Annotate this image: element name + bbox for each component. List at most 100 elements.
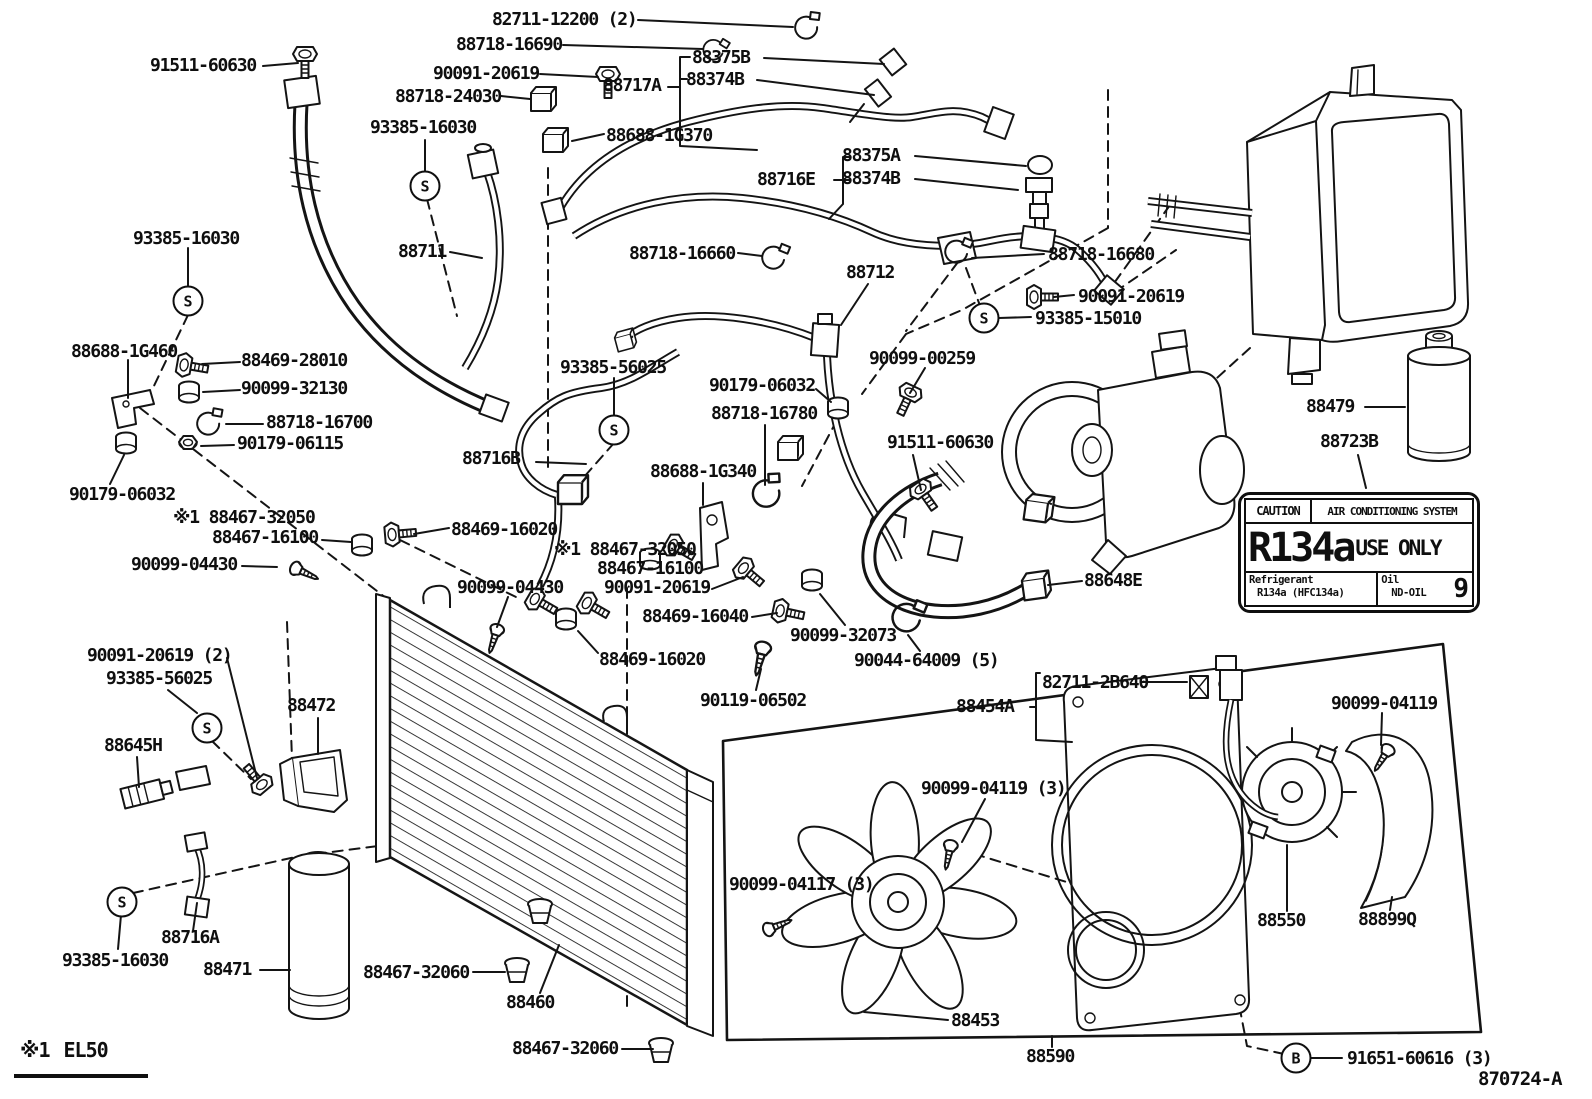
part-number-label: 88688-1G340 [650, 461, 757, 482]
part-number-label: 93385-56025 [106, 668, 213, 689]
part-number-label: 88718-16780 [711, 403, 818, 424]
part-number-label: 88453 [951, 1010, 1000, 1031]
footnote-code: EL50 [63, 1038, 108, 1062]
receiver-drier-drawing [288, 851, 350, 1020]
part-number-label: 90119-06502 [700, 690, 807, 711]
drier-cartridge-drawing [1407, 330, 1471, 462]
part-number-label: 93385-15010 [1035, 308, 1142, 329]
part-number-label: ※1 88467-32050 [173, 507, 316, 528]
part-number-label: 90179-06032 [709, 375, 816, 396]
part-number-label: 90099-32130 [241, 378, 348, 399]
part-number-label: 90099-04430 [457, 577, 564, 598]
part-number-label: 88688-1G460 [71, 341, 178, 362]
part-number-label: 88717A [603, 75, 662, 96]
part-number-label: 88718-16660 [629, 243, 736, 264]
part-number-label: 88648E [1084, 570, 1143, 591]
part-number-label: 93385-56025 [560, 357, 667, 378]
circled-s-marker: S [968, 302, 1000, 334]
part-number-label: 88479 [1306, 396, 1355, 417]
refrigerant-code: R134a [1248, 524, 1356, 571]
part-number-label: 90099-32073 [790, 625, 897, 646]
part-number-label: 91651-60616 (3) [1347, 1048, 1493, 1069]
oil-grade: 9 [1453, 574, 1469, 604]
circled-s-marker: S [106, 886, 138, 918]
part-number-label: 90099-04119 [1331, 693, 1438, 714]
part-number-label: 90179-06032 [69, 484, 176, 505]
part-number-label: 90099-04430 [131, 554, 238, 575]
part-number-label: 88469-28010 [241, 350, 348, 371]
part-number-label: 90099-04119 (3) [921, 778, 1067, 799]
leader-lines-top [187, 19, 1075, 326]
part-number-label: 88718-16690 [456, 34, 563, 55]
part-number-label: 88469-16020 [451, 519, 558, 540]
refrigerant-title: Refrigerant [1249, 574, 1314, 586]
circled-b-marker: B [1280, 1042, 1312, 1074]
part-number-label: 88712 [846, 262, 895, 283]
part-number-label: 88718-16680 [1048, 244, 1155, 265]
part-number-label: 93385-16030 [62, 950, 169, 971]
leader-lines-middle [109, 359, 1406, 691]
part-number-label: 88471 [203, 959, 252, 980]
part-number-label: 88711 [398, 241, 447, 262]
circled-s-marker: S [598, 414, 630, 446]
part-number-label: 93385-16030 [370, 117, 477, 138]
footnote: ※1 EL50 [14, 1038, 148, 1078]
part-number-label: 88467-16100 [597, 558, 704, 579]
figure-number: 870724-A [1478, 1068, 1563, 1090]
part-number-label: 88467-16100 [212, 527, 319, 548]
part-number-label: 88550 [1257, 910, 1306, 931]
air-duct-drawing [1345, 733, 1434, 909]
part-number-label: ※1 88467-32050 [554, 539, 697, 560]
part-number-label: 88374B [686, 69, 745, 90]
fan-blade-drawing [781, 781, 1018, 1015]
part-number-label: 88472 [287, 695, 336, 716]
circled-s-marker: S [191, 712, 223, 744]
part-number-label: 90091-20619 [1078, 286, 1185, 307]
use-only-text: USE ONLY [1355, 535, 1442, 560]
part-number-label: 88375A [842, 145, 901, 166]
part-number-label: 90099-00259 [869, 348, 976, 369]
oil-title: Oil [1381, 574, 1399, 586]
caution-system-text: AIR CONDITIONING SYSTEM [1327, 504, 1457, 518]
part-number-label: 90091-20619 [604, 577, 711, 598]
part-number-label: 88718-24030 [395, 86, 502, 107]
part-number-label: 88716A [161, 927, 220, 948]
part-number-label: 88469-16020 [599, 649, 706, 670]
part-number-label: 88374B [842, 168, 901, 189]
part-number-label: 88716E [757, 169, 816, 190]
part-number-label: 88460 [506, 992, 555, 1013]
part-number-label: 91511-60630 [150, 55, 257, 76]
part-number-label: 88688-1G370 [606, 125, 713, 146]
pipes-and-hoses [193, 101, 1112, 902]
fan-shroud-drawing [1051, 666, 1253, 1032]
part-number-label: 82711-12200 (2) [492, 9, 638, 30]
part-number-label: 88375B [692, 47, 751, 68]
part-number-label: 90044-64009 (5) [854, 650, 1000, 671]
ac-caution-label: CAUTION AIR CONDITIONING SYSTEM R134a US… [1238, 492, 1480, 613]
part-number-label: 88469-16040 [642, 606, 749, 627]
refrigerant-value: R134a (HFC134a) [1257, 586, 1345, 599]
leader-lines-bottom [117, 657, 1393, 1059]
cooling-unit-drawing [1147, 64, 1470, 385]
part-number-label: 88899Q [1358, 909, 1417, 930]
part-number-label: 88454A [956, 696, 1015, 717]
part-number-label: 88467-32060 [512, 1038, 619, 1059]
part-number-label: 90091-20619 [433, 63, 540, 84]
oil-value: ND-OIL [1391, 586, 1427, 599]
part-number-label: 88590 [1026, 1046, 1075, 1067]
part-number-label: 88645H [104, 735, 163, 756]
part-number-label: 82711-2B640 [1042, 672, 1149, 693]
part-number-label: 88723B [1320, 431, 1379, 452]
circled-s-marker: S [172, 285, 204, 317]
circled-s-marker: S [409, 170, 441, 202]
part-number-label: 90179-06115 [237, 433, 344, 454]
part-number-label: 88718-16700 [266, 412, 373, 433]
part-number-label: 90091-20619 (2) [87, 645, 233, 666]
caution-word: CAUTION [1246, 500, 1312, 522]
part-number-label: 93385-16030 [133, 228, 240, 249]
footnote-symbol: ※1 [20, 1038, 51, 1062]
part-number-label: 88716B [462, 448, 521, 469]
fan-motor-drawing [1215, 655, 1357, 843]
